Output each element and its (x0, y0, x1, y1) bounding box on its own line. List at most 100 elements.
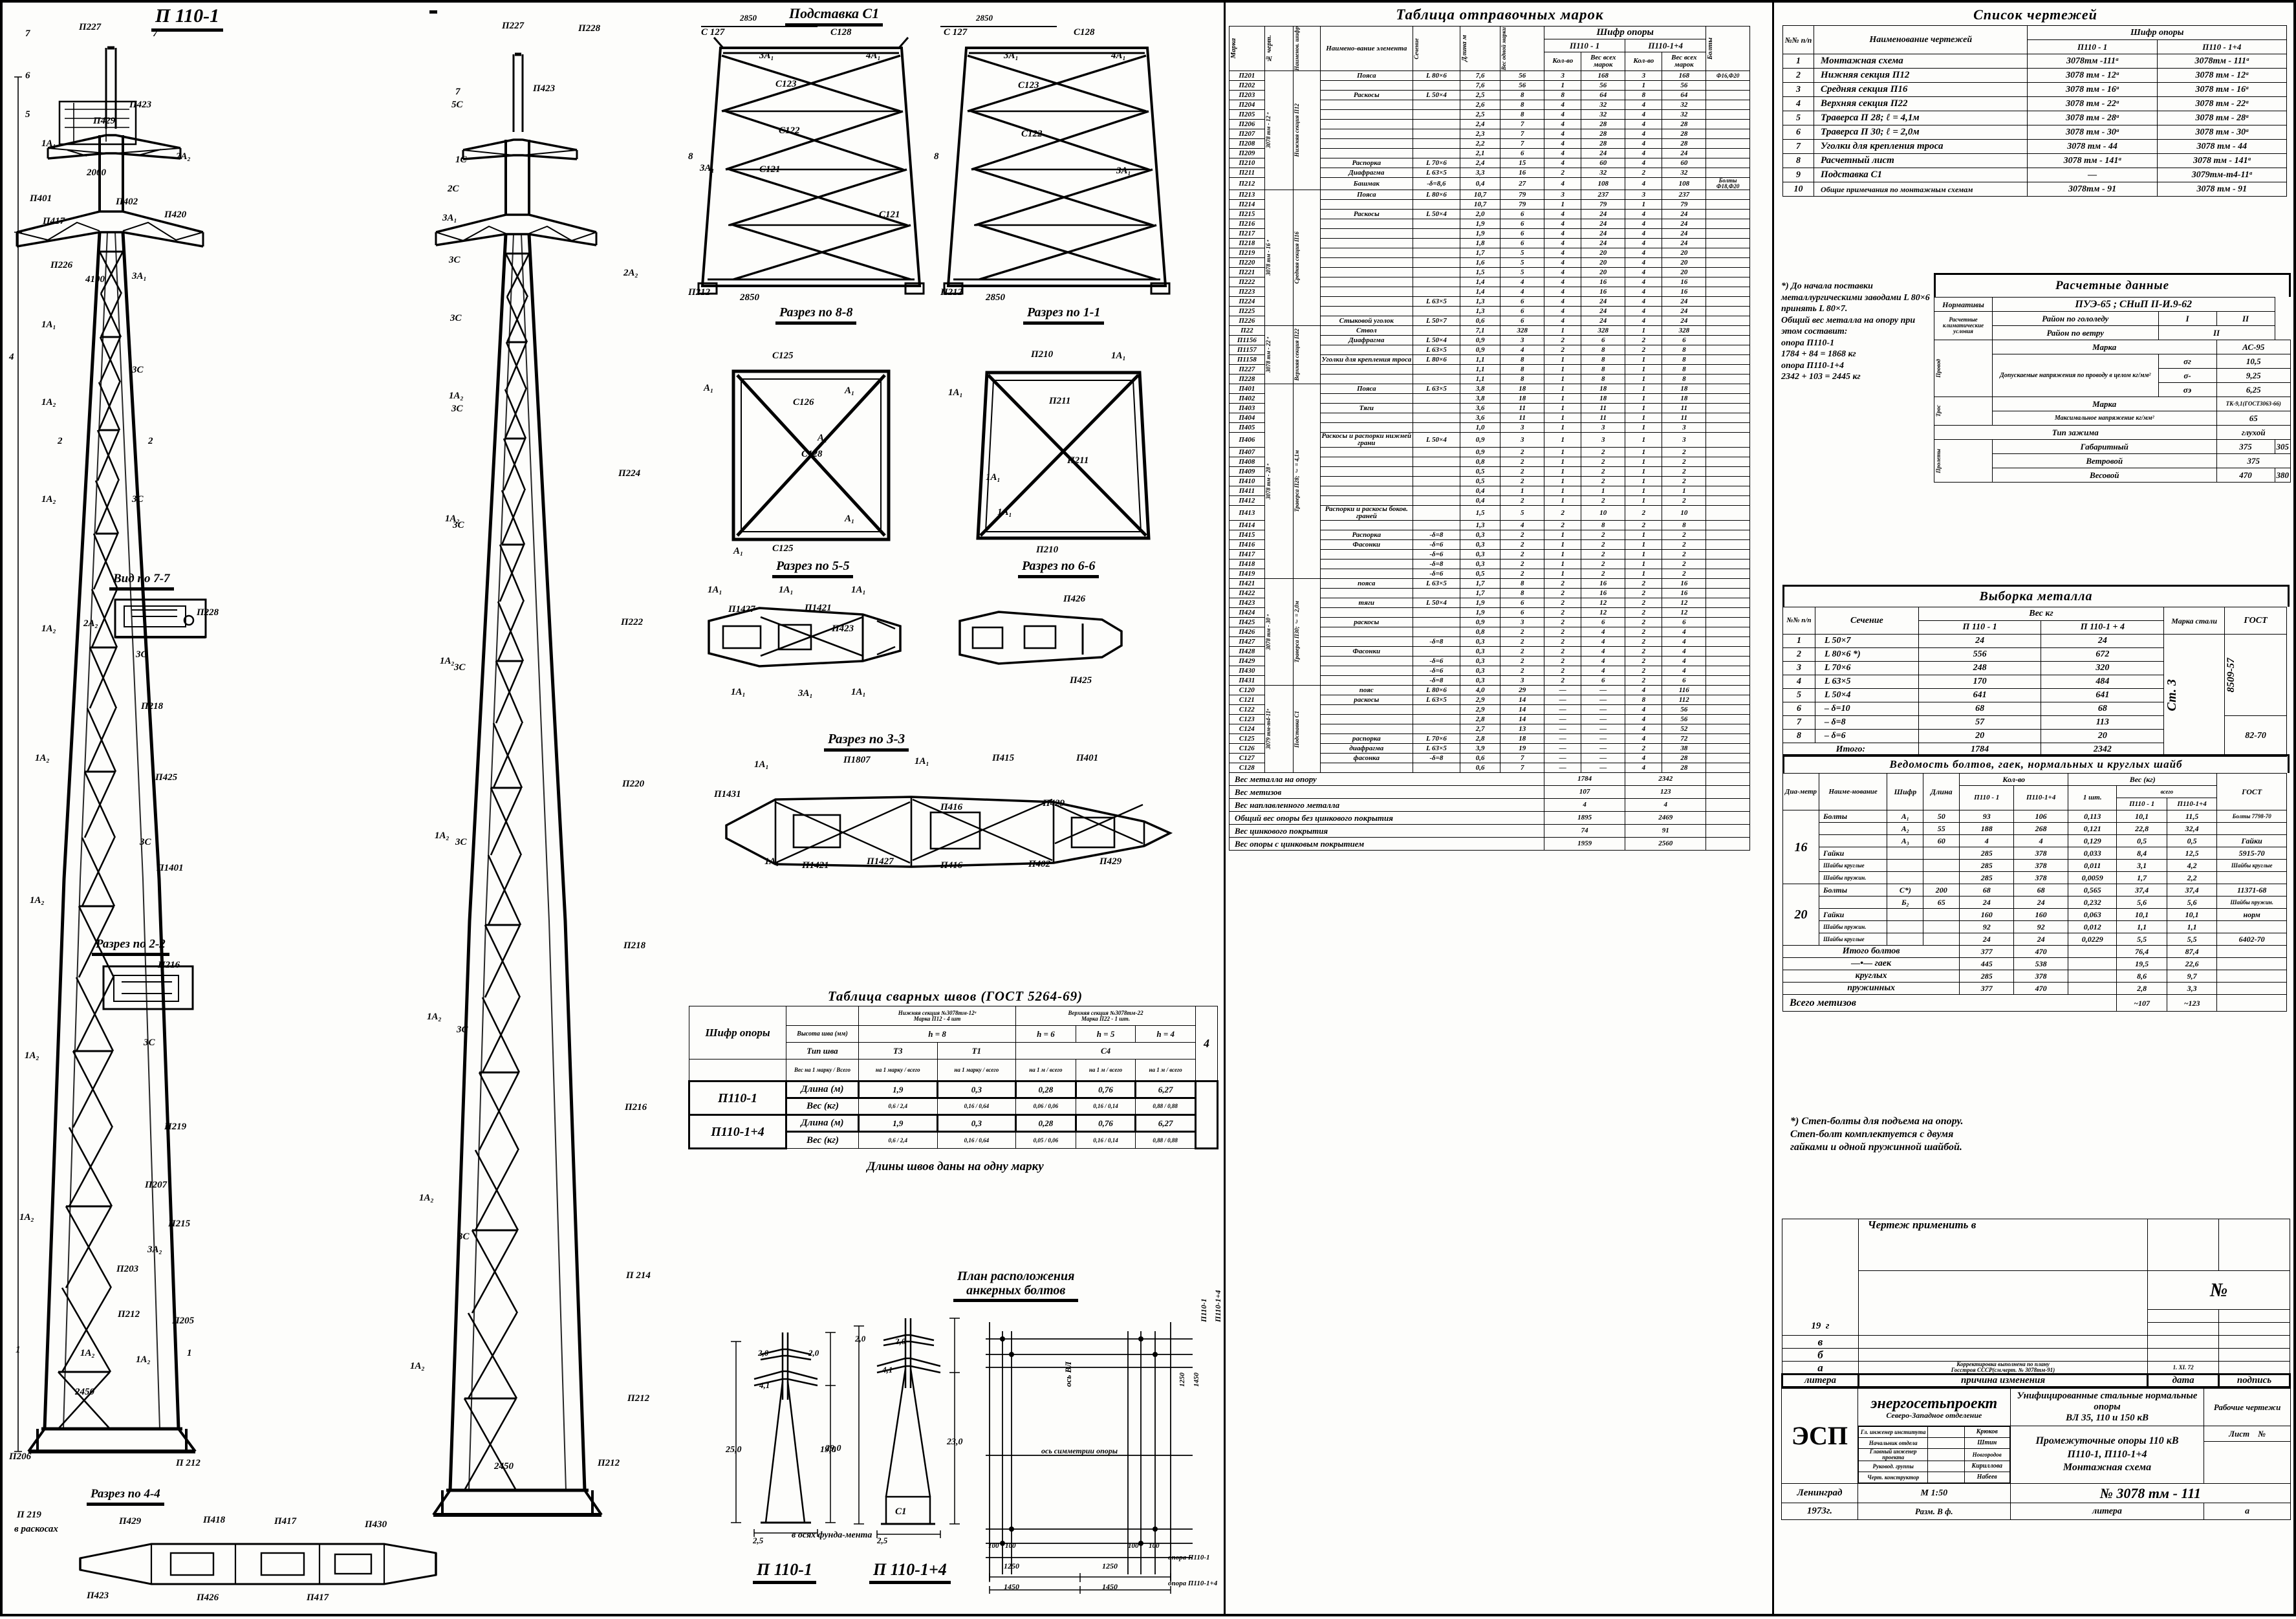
marks-cell-weight1: 6 (1500, 238, 1545, 249)
marks-cell-total-o1: 3 (1581, 422, 1626, 433)
tb-sig-2[interactable] (1927, 1448, 1965, 1461)
bolt-cell-shifr (1887, 847, 1924, 860)
metal-cell-o1: 57 (1918, 715, 2042, 730)
calc-tros-marka: ТК-9,1(ГОСТ3063-66) (2216, 397, 2291, 411)
label-p216-right: П216 (625, 1102, 647, 1113)
marks-cell-marka: П429 (1229, 656, 1265, 667)
marks-cell-element (1319, 364, 1413, 375)
label-1a1-s33c: 1А₁ (764, 856, 779, 867)
marks-cell-section (1412, 228, 1460, 239)
marks-cell-weight1: 7 (1500, 138, 1545, 149)
marks-cell-qty-o1: 2 (1544, 505, 1582, 521)
marks-cell-qty-o2: 4 (1625, 296, 1663, 307)
label-p210-s66: П210 (1031, 349, 1054, 360)
bolt-cell-ves-o2: 5,5 (2166, 933, 2218, 946)
anchor-side-o1: П110-1 (1199, 1298, 1208, 1322)
tb-sig-4[interactable] (1927, 1472, 1965, 1483)
marks-cell-weight1: 2 (1500, 666, 1545, 677)
marks-cell-total-o1: 4 (1581, 636, 1626, 647)
bolt-footnote: *) Степ-болты для подъема на опору. Степ… (1790, 1116, 1964, 1153)
marks-cell-section (1412, 495, 1460, 506)
marks-cell-total-o1: 28 (1581, 119, 1626, 130)
tb-size: Разм. В ф. (1857, 1503, 2011, 1520)
marks-cell-length: 1,3 (1459, 520, 1501, 531)
marks-cell-qty-o2: 2 (1625, 636, 1663, 647)
marks-cell-total-o1: — (1581, 753, 1626, 764)
label-3c-right5: 3С (454, 662, 466, 673)
dwg-cell-o1: — (2027, 168, 2158, 182)
marks-cell-qty-o1: 2 (1544, 168, 1582, 179)
podstavka-s1-right-frame (943, 47, 1171, 295)
marks-cell-length: 1,3 (1459, 296, 1501, 307)
metal-table-block: Выборка металла №№ п/п Сечение Вес кг Ма… (1782, 585, 2290, 757)
marks-total-spacer (1706, 837, 1750, 851)
marks-cell-section: -δ=6 (1412, 656, 1460, 667)
label-p228-right: П228 (578, 23, 601, 34)
marks-total-o1: 4 (1544, 798, 1626, 812)
metal-cell-o1: 556 (1918, 647, 2042, 662)
label-1a2-right3: 1А₂ (427, 1012, 442, 1022)
tb-sig-1[interactable] (1927, 1437, 1965, 1449)
marks-cell-total-o1: 24 (1581, 148, 1626, 159)
section-5-5-traverse-detail (708, 607, 902, 668)
weld-h4: h = 4 (1135, 1025, 1196, 1043)
marks-cell-length: 2,8 (1459, 714, 1501, 725)
marks-cell-qty-o1: 2 (1544, 617, 1582, 628)
marks-cell-section: L 80×6 (1412, 354, 1460, 365)
label-3a1-s1a: 3А₁ (759, 50, 774, 61)
bolt-cell-1sht: 0,012 (2068, 920, 2117, 933)
tb-sig-3[interactable] (1927, 1461, 1965, 1472)
marks-cell-marka: П226 (1229, 316, 1265, 327)
marks-cell-total-o2: 108 (1662, 177, 1707, 191)
weld-type-t1: Т1 (937, 1042, 1017, 1059)
marks-cell-section: -δ=6 (1412, 539, 1460, 550)
marks-cell-section (1412, 457, 1460, 468)
bolt-total-blank (2068, 957, 2117, 970)
marks-chert-text: 3078 тм - 30 ᵃ (1264, 614, 1272, 650)
marks-cell-total-o1: 28 (1581, 129, 1626, 140)
label-p429b-s33: П429 (1099, 856, 1122, 867)
bolt-total-k2: 470 (2013, 945, 2069, 958)
tb-sign-cell[interactable] (2218, 1361, 2290, 1375)
bolt-total-gost (2216, 957, 2287, 970)
label-c123: С123 (775, 79, 797, 89)
tb-litera-bottom-label: литера (2009, 1503, 2205, 1520)
bolt-cell-name: Болты (1818, 884, 1888, 896)
marks-cell-qty-o2: 4 (1625, 228, 1663, 239)
tb-sig-0[interactable] (1927, 1426, 1965, 1438)
marks-cell-total-o2: 116 (1662, 685, 1707, 696)
weld-len-2-3: 0,76 (1074, 1114, 1137, 1133)
label-section-6: 6 (25, 71, 30, 81)
label-1a1-det4: 1А₁ (731, 687, 746, 697)
marks-cell-marka: П225 (1229, 306, 1265, 317)
marks-cell-weight1: 2 (1500, 495, 1545, 506)
bolt-cell-kol-o1: 24 (1959, 896, 2015, 909)
anchor-label-o2: опора П110-1+4 (1168, 1580, 1218, 1587)
marks-cell-section (1412, 374, 1460, 385)
marks-cell-weight1: 27 (1500, 177, 1545, 191)
marks-cell-bolts (1706, 306, 1750, 317)
tb-role-1: Начальник отдела (1857, 1437, 1929, 1449)
marks-cell-bolts (1706, 393, 1750, 404)
marks-cell-marka: П406 (1229, 432, 1265, 448)
marks-cell-qty-o1: 1 (1544, 447, 1582, 458)
marks-cell-weight1: 2 (1500, 466, 1545, 477)
marks-cell-marka: П222 (1229, 277, 1265, 288)
tower-p110-1-4-elevation (432, 52, 603, 1517)
metal-cell-o2: 113 (2041, 715, 2165, 730)
bolt-cell-ves-o1: 10,1 (2116, 908, 2167, 921)
marks-cell-total-o1: 6 (1581, 675, 1626, 686)
sil-o2-htotal: 29,0 (825, 1444, 841, 1453)
marks-cell-section (1412, 138, 1460, 149)
marks-cell-bolts: Ф16,Ф20 (1706, 71, 1750, 81)
marks-cell-total-o1: 8 (1581, 345, 1626, 356)
marks-total-label: Общий вес опоры без цинкового покрытия (1228, 811, 1545, 825)
marks-cell-total-o2: 64 (1662, 90, 1707, 101)
